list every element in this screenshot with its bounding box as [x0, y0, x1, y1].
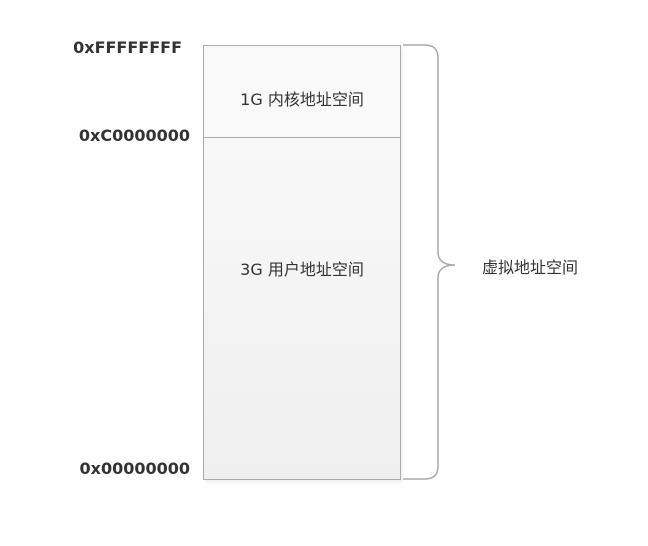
kernel-space-label: 1G 内核地址空间 — [240, 90, 364, 109]
user-space-region: 3G 用户地址空间 — [203, 137, 401, 480]
user-space-label: 3G 用户地址空间 — [240, 260, 364, 279]
kernel-space-region: 1G 内核地址空间 — [203, 45, 401, 138]
address-bottom: 0x00000000 — [79, 459, 190, 478]
address-top: 0xFFFFFFFF — [73, 38, 182, 57]
address-split: 0xC0000000 — [78, 126, 190, 145]
virtual-address-space-label: 虚拟地址空间 — [482, 258, 579, 277]
